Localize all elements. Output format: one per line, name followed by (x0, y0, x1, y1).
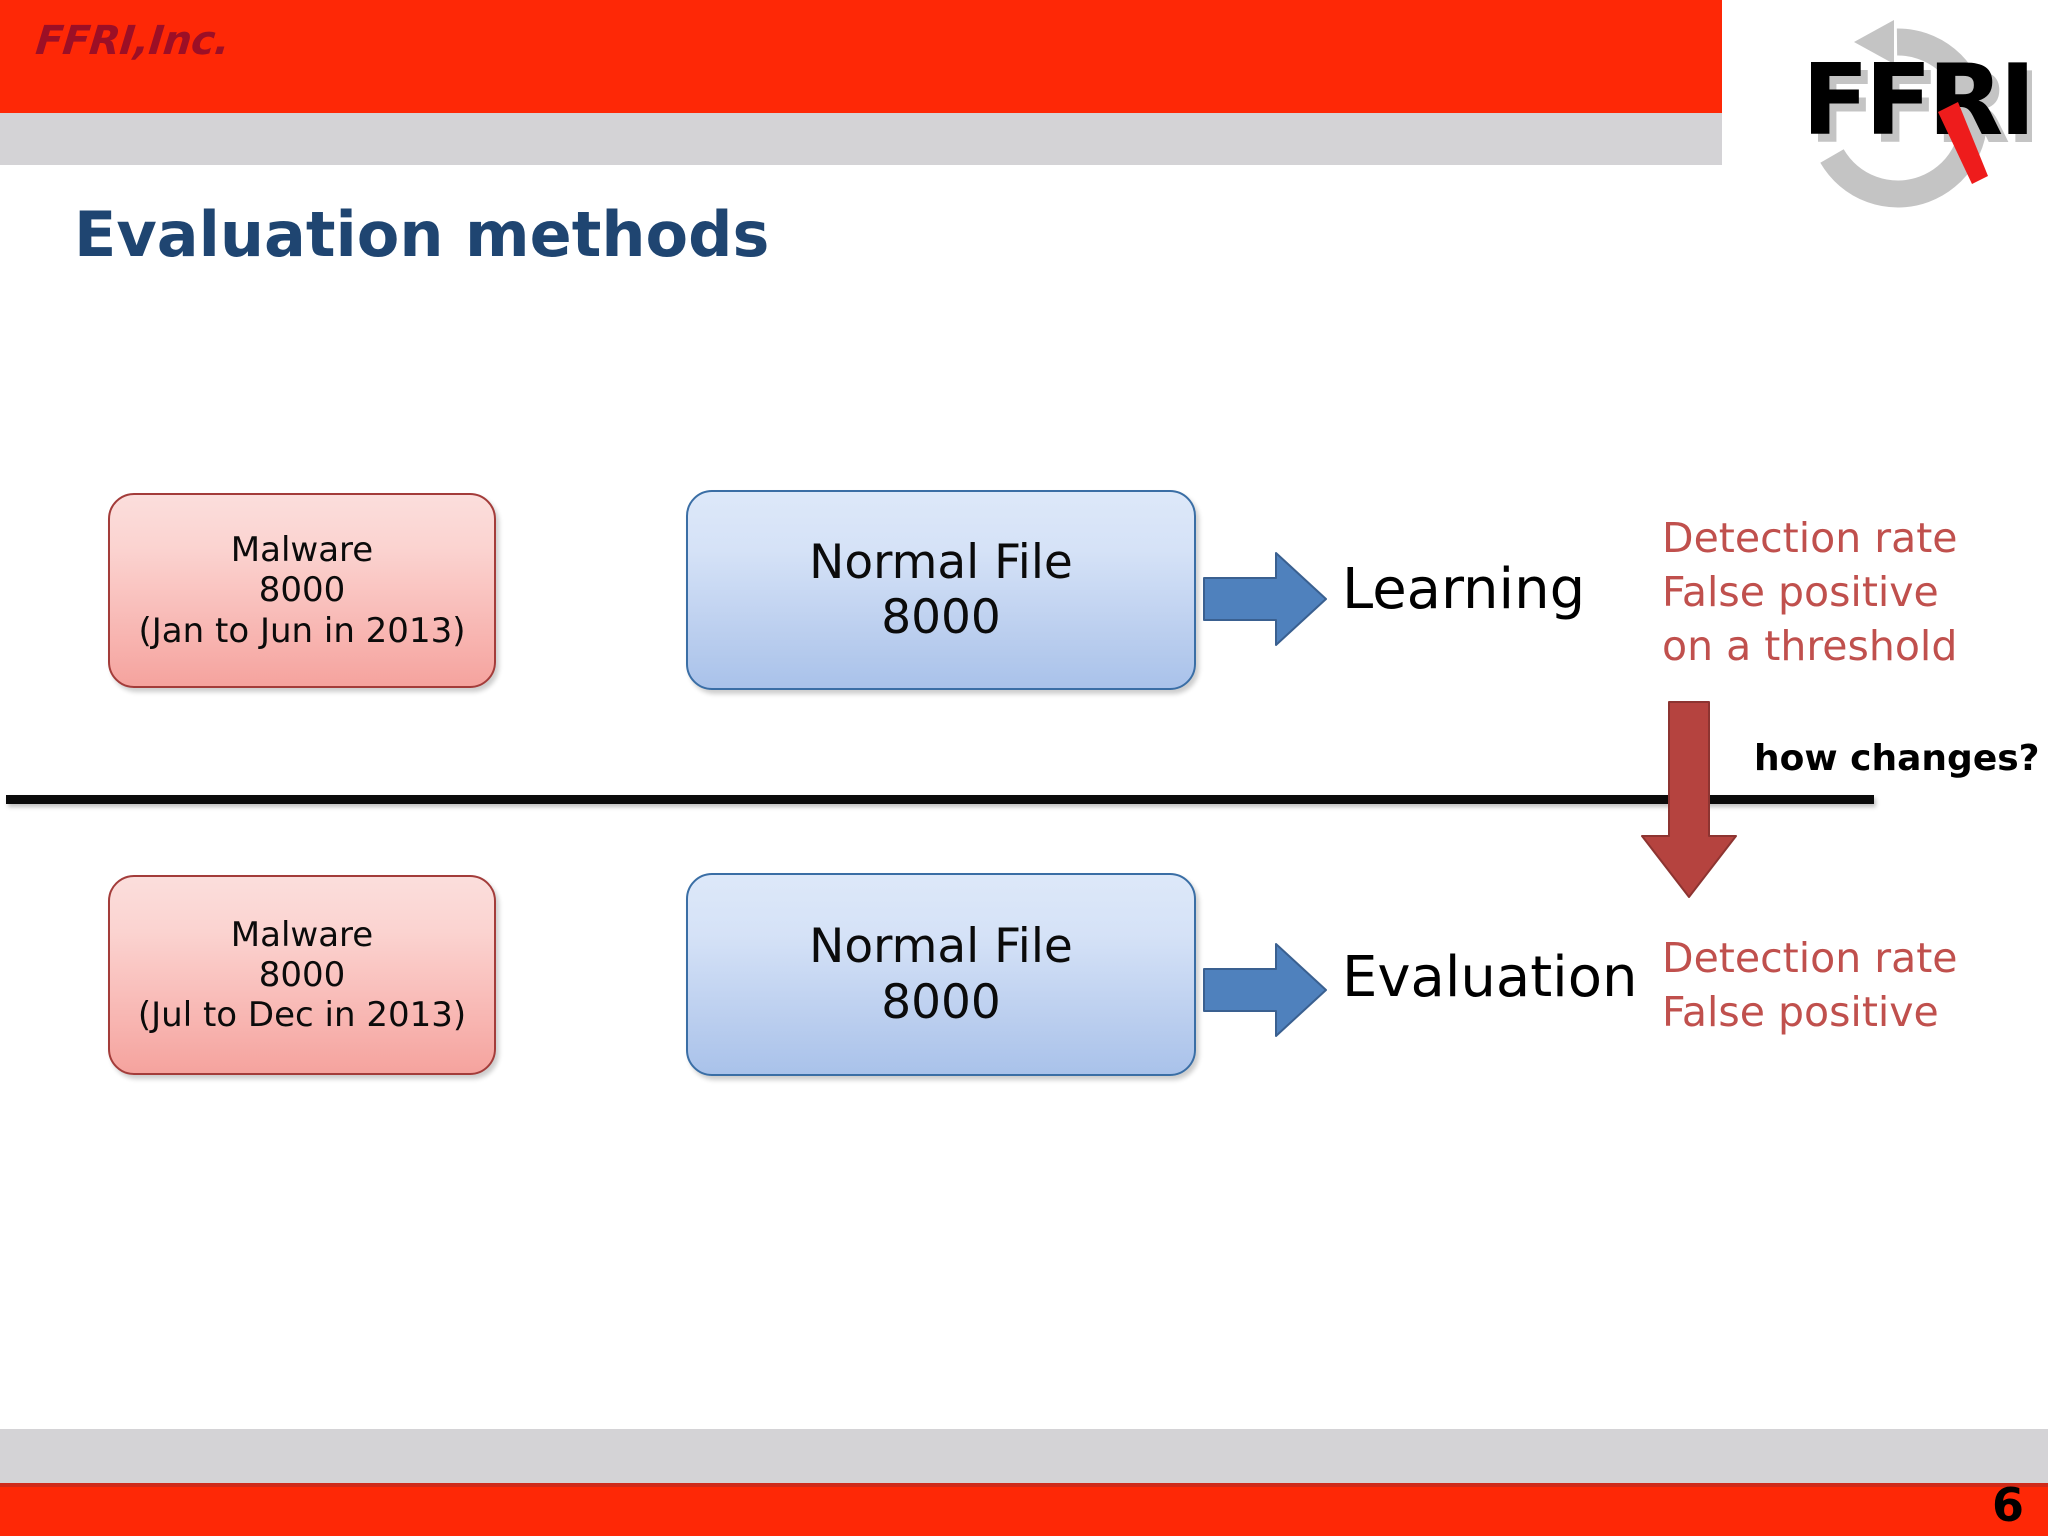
malware-label: Malware (230, 914, 374, 955)
normal-file-box-evaluation: Normal File 8000 (686, 873, 1196, 1076)
process-label-evaluation: Evaluation (1342, 945, 1638, 1010)
ffri-wordmark: FFRI (1802, 44, 2032, 158)
svg-text:FFRI: FFRI (1809, 52, 2032, 166)
malware-period: (Jan to Jun in 2013) (138, 610, 466, 651)
red-slash-icon (1938, 102, 1988, 184)
malware-box-evaluation: Malware 8000 (Jul to Dec in 2013) (108, 875, 496, 1075)
right-arrow-icon-learning (1202, 551, 1328, 647)
malware-count: 8000 (258, 954, 346, 995)
process-label-learning: Learning (1342, 557, 1586, 622)
metric-on-a-threshold: on a threshold (1662, 622, 1958, 670)
ffri-wordmark-shadow: FFRI (1809, 52, 2032, 166)
header-red-band (0, 0, 1722, 113)
metrics-learning: Detection rate False positive on a thres… (1662, 518, 1958, 680)
metrics-evaluation: Detection rate False positive (1662, 938, 1958, 1046)
metric-false-positive: False positive (1662, 988, 1939, 1036)
footer-gray-band (0, 1429, 2048, 1483)
malware-period: (Jul to Dec in 2013) (137, 995, 467, 1036)
malware-box-learning: Malware 8000 (Jan to Jun in 2013) (108, 493, 496, 688)
metric-detection-rate: Detection rate (1662, 514, 1958, 562)
metric-detection-rate: Detection rate (1662, 934, 1958, 982)
malware-count: 8000 (258, 570, 346, 611)
normal-file-box-learning: Normal File 8000 (686, 490, 1196, 690)
normal-file-count: 8000 (881, 974, 1001, 1030)
down-arrow-icon-transition (1636, 700, 1740, 900)
page-number: 6 (1991, 1478, 2024, 1532)
right-arrow-icon-evaluation (1202, 942, 1328, 1038)
footer-red-band (0, 1487, 2048, 1536)
malware-label: Malware (230, 530, 374, 571)
ffri-logo: FFRI FFRI (1762, 6, 2032, 236)
section-divider-line (6, 795, 1874, 804)
svg-text:FFRI: FFRI (1802, 44, 2032, 158)
footer-accent-line (0, 1483, 2048, 1487)
normal-file-label: Normal File (809, 919, 1073, 975)
header-gray-band (0, 113, 1722, 165)
company-brand-label: FFRI,Inc. (33, 18, 232, 64)
normal-file-label: Normal File (809, 534, 1073, 590)
metric-false-positive: False positive (1662, 568, 1939, 616)
normal-file-count: 8000 (881, 590, 1001, 645)
page-title: Evaluation methods (74, 198, 770, 271)
how-changes-label: how changes? (1754, 738, 2040, 779)
